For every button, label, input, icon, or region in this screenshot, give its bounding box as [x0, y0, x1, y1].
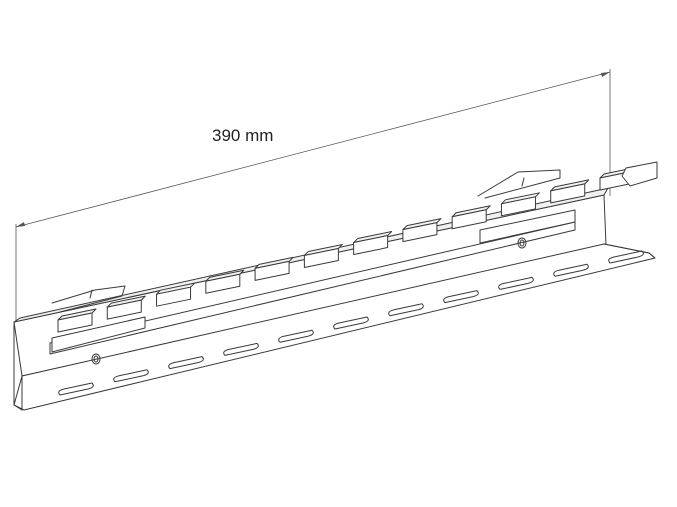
shelf-slot: [388, 303, 424, 317]
dimension-arrow-left: [16, 222, 25, 227]
front-slot-plate-left: [51, 316, 146, 353]
shelf-slot: [333, 316, 369, 330]
hook-tab: [106, 295, 146, 320]
hook-tab: [353, 231, 393, 256]
dimension-arrow-right: [601, 72, 610, 77]
shelf-slot: [278, 329, 314, 343]
shelf-slots: [58, 250, 644, 396]
rail-bottom-shelf: [13, 243, 656, 411]
shelf-slot: [113, 369, 149, 383]
shelf-slot: [168, 356, 204, 370]
hook-tab: [156, 282, 196, 307]
dimension-annotation: 390 mm: [15, 69, 611, 322]
hook-tab: [254, 256, 294, 281]
mount-bracket-left: [51, 285, 126, 313]
mounting-hole-left: [91, 353, 101, 365]
dimension-line: [15, 71, 611, 228]
front-slot-plate-right: [479, 209, 576, 244]
mount-bracket-right: [477, 169, 561, 199]
hook-tab: [451, 205, 491, 230]
shelf-slot: [498, 276, 534, 290]
shelf-slot: [553, 263, 589, 277]
hook-tab: [57, 308, 97, 333]
shelf-slot: [443, 290, 479, 304]
hook-tab: [303, 243, 343, 268]
shelf-slot: [608, 250, 644, 264]
hook-tab-end: [621, 161, 658, 187]
mounting-hole-right: [517, 237, 527, 249]
shelf-slot: [58, 382, 94, 396]
hook-tab: [402, 218, 442, 243]
hook-tab: [205, 269, 245, 294]
hook-tab: [500, 192, 540, 217]
dimension-label: 390 mm: [212, 126, 273, 145]
hook-tabs: [57, 161, 658, 333]
shelf-slot: [223, 342, 259, 356]
hook-tab: [550, 179, 590, 204]
